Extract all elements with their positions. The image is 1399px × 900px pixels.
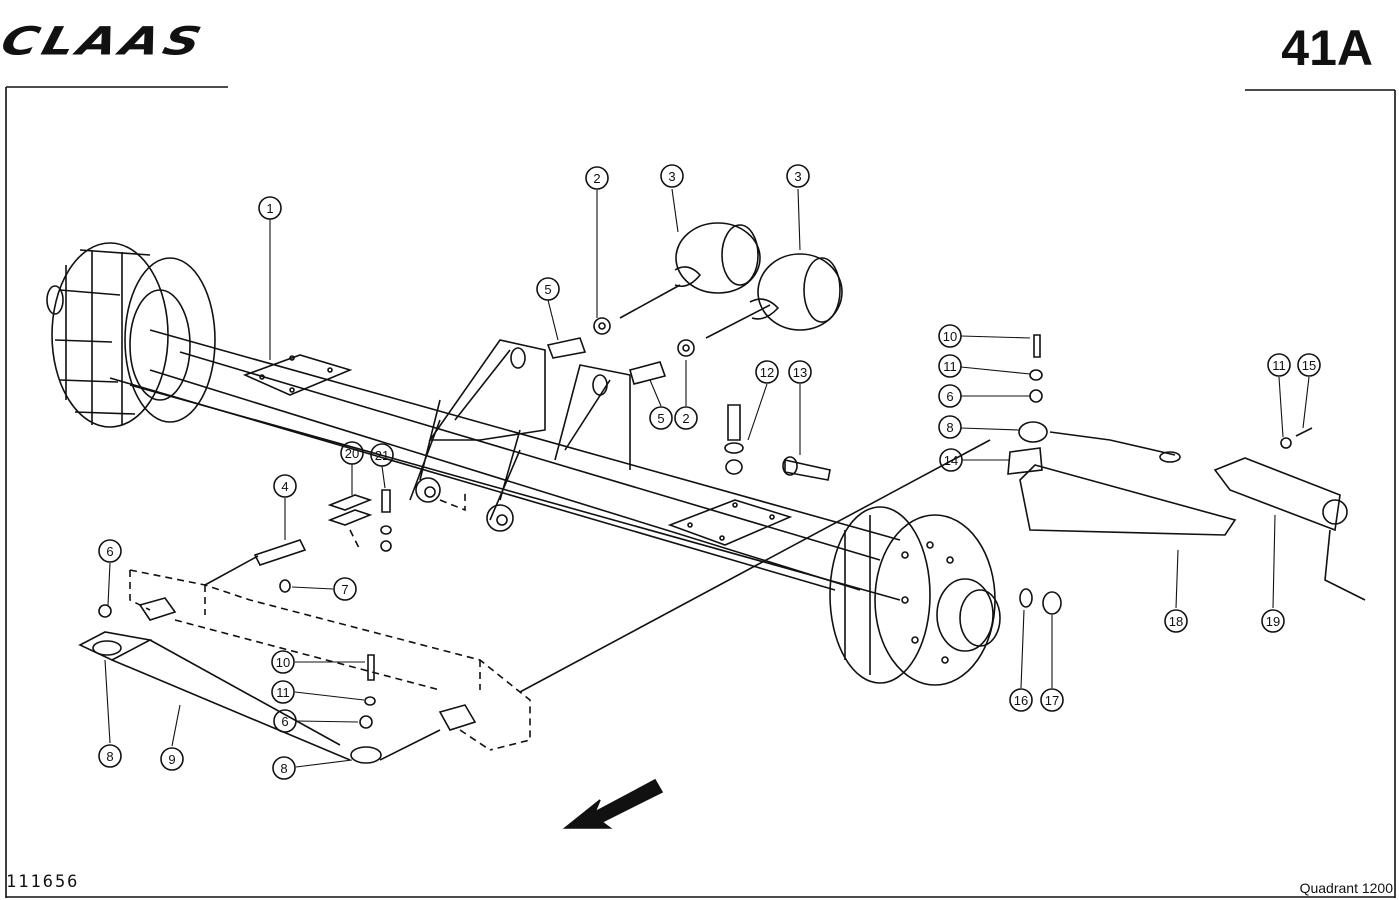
model-name: Quadrant 1200 bbox=[1299, 880, 1393, 896]
callout: 3 bbox=[660, 164, 684, 188]
leader-lines bbox=[104, 188, 1310, 768]
callout-label: 5 bbox=[544, 282, 551, 297]
callout: 8 bbox=[98, 744, 122, 768]
chassis-outline bbox=[129, 490, 531, 751]
left-brake-drum bbox=[46, 242, 216, 428]
callout: 6 bbox=[98, 539, 122, 563]
callout: 13 bbox=[788, 360, 812, 384]
callout: 20 bbox=[340, 441, 364, 465]
callout: 9 bbox=[160, 747, 184, 771]
callout-label: 8 bbox=[106, 749, 113, 764]
callout: 3 bbox=[786, 164, 810, 188]
callout: 18 bbox=[1164, 609, 1188, 633]
callout: 8 bbox=[938, 415, 962, 439]
right-brake-drum bbox=[829, 506, 1001, 686]
callout: 19 bbox=[1261, 609, 1285, 633]
cam-bracket-left bbox=[409, 339, 546, 503]
page-number: 41A bbox=[1281, 20, 1373, 76]
callout: 11 bbox=[1267, 353, 1291, 377]
callout-label: 14 bbox=[944, 453, 958, 468]
callout: 6 bbox=[938, 384, 962, 408]
callout: 2 bbox=[585, 166, 609, 190]
callout-label: 8 bbox=[946, 420, 953, 435]
callout-label: 11 bbox=[943, 359, 957, 374]
callout-label: 15 bbox=[1302, 358, 1316, 373]
callout-label: 6 bbox=[281, 714, 288, 729]
brake-chambers bbox=[546, 222, 843, 385]
callout-label: 6 bbox=[106, 544, 113, 559]
callout: 11 bbox=[938, 354, 962, 378]
callout-label: 3 bbox=[794, 169, 801, 184]
callout: 2 bbox=[674, 406, 698, 430]
callout-label: 5 bbox=[657, 411, 664, 426]
callout-label: 4 bbox=[281, 479, 288, 494]
callout-label: 13 bbox=[793, 365, 807, 380]
callout: 10 bbox=[938, 324, 962, 348]
callout-label: 10 bbox=[943, 329, 957, 344]
callout-label: 11 bbox=[1272, 358, 1286, 373]
callout-label: 18 bbox=[1169, 614, 1183, 629]
callout-label: 16 bbox=[1014, 693, 1028, 708]
callout-label: 6 bbox=[946, 389, 953, 404]
callout: 15 bbox=[1297, 353, 1321, 377]
callout-label: 19 bbox=[1266, 614, 1280, 629]
cam-bracket-right bbox=[486, 364, 631, 532]
callout-label: 8 bbox=[280, 761, 287, 776]
callout: 6 bbox=[273, 709, 297, 733]
callout-label: 2 bbox=[682, 411, 689, 426]
callout: 21 bbox=[370, 443, 394, 467]
callout: 17 bbox=[1040, 688, 1064, 712]
part-callouts: 1 2 3 3 5 5 2 12 13 bbox=[98, 164, 1321, 780]
loose-hardware bbox=[98, 334, 1062, 729]
callout-label: 2 bbox=[593, 171, 600, 186]
drawing-number: 111656 bbox=[6, 872, 80, 892]
callout-label: 11 bbox=[276, 685, 290, 700]
callout: 5 bbox=[536, 277, 560, 301]
callout-label: 7 bbox=[341, 582, 348, 597]
callout-label: 9 bbox=[168, 752, 175, 767]
callout-label: 10 bbox=[276, 655, 290, 670]
callout: 1 bbox=[258, 196, 282, 220]
callout: 7 bbox=[333, 577, 357, 601]
lower-link-plates bbox=[78, 439, 991, 764]
axle-beam bbox=[109, 329, 901, 601]
callout-label: 12 bbox=[760, 365, 774, 380]
callout: 11 bbox=[271, 680, 295, 704]
lever-cable-assembly bbox=[204, 427, 1366, 601]
callout-label: 20 bbox=[345, 446, 359, 461]
callout: 14 bbox=[939, 448, 963, 472]
callout: 8 bbox=[272, 756, 296, 780]
callout: 5 bbox=[649, 406, 673, 430]
callout: 4 bbox=[273, 474, 297, 498]
callout: 10 bbox=[271, 650, 295, 674]
callout: 12 bbox=[755, 360, 779, 384]
callout: 16 bbox=[1009, 688, 1033, 712]
callout-label: 21 bbox=[375, 448, 389, 463]
page-frame bbox=[5, 86, 1396, 898]
callout-label: 3 bbox=[668, 169, 675, 184]
direction-arrow bbox=[562, 778, 664, 829]
callout-label: 1 bbox=[266, 201, 273, 216]
callout-label: 17 bbox=[1045, 693, 1059, 708]
